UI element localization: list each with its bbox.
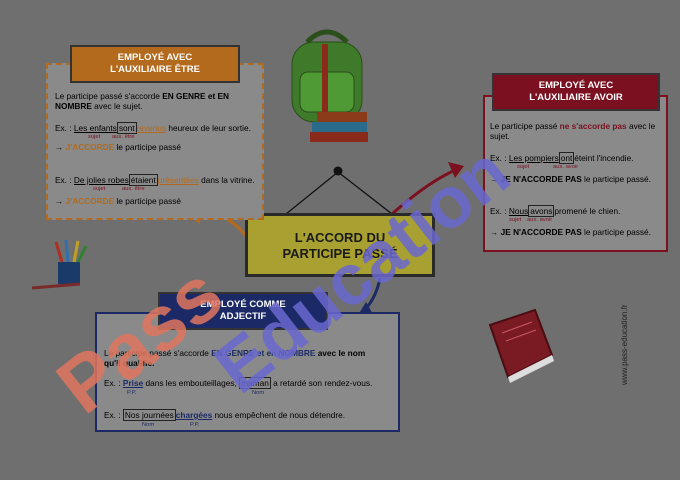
adjectif-ex1-label-nom: Nom [252,390,265,396]
etre-conclusion-1: → J'ACCORDE le participe passé [55,142,181,152]
avoir-rule-c: avec le [626,121,656,131]
etre-ex2-pp: présentées [157,175,199,185]
avoir-ex2-pp: promené [554,206,588,216]
avoir-c1-rest: le participe passé. [581,174,651,184]
etre-header: EMPLOYÉ AVEC L'AUXILIAIRE ÊTRE [70,45,240,83]
avoir-rule-line2: sujet. [490,131,510,141]
adjectif-ex1-mid: dans les embouteillages, [143,378,240,388]
etre-ex2-aux: étaient [128,174,158,186]
avoir-c2-bold: JE N'ACCORDE PAS [500,227,582,237]
avoir-c2-rest: le participe passé. [581,227,651,237]
backpack-illustration [291,29,368,142]
etre-rule-a: Le participe passé s'accorde [55,91,163,101]
adjectif-ex1-rest: a retardé son rendez-vous. [270,378,373,388]
etre-c2-arrow: → [55,196,66,206]
adjectif-header-line1: EMPLOYÉ COMME [200,299,286,310]
adjectif-rule-b: EN GENRE et en NOMBRE [211,348,316,358]
adjectif-example-1: Ex. : Prise dans les embouteillages, mam… [104,377,373,389]
adjectif-ex2-prefix: Ex. : [104,410,123,420]
avoir-header: EMPLOYÉ AVEC L'AUXILIAIRE AVOIR [492,73,660,111]
etre-header-line1: EMPLOYÉ AVEC [117,52,193,63]
etre-c2-rest: le participe passé [114,196,182,206]
adjectif-ex2-label-pp: P.P. [190,422,200,428]
avoir-rule-b: ne s'accorde pas [559,121,627,131]
adjectif-ex2-label-nom: Nom [142,422,155,428]
etre-ex2-rest: dans la vitrine. [198,175,255,185]
avoir-ex2-prefix: Ex. : [490,206,509,216]
adjectif-ex1-label-pp: P.P. [127,390,137,396]
avoir-ex2-aux: avons [528,205,555,217]
red-book-illustration [488,308,554,383]
etre-conclusion-2: → J'ACCORDE le participe passé [55,196,181,206]
avoir-ex1-prefix: Ex. : [490,153,509,163]
avoir-conclusion-2: → JE N'ACCORDE PAS le participe passé. [490,227,651,237]
etre-ex1-subject: Les enfants [73,123,117,133]
center-title-line1: L'ACCORD DU [294,230,386,245]
avoir-c2-arrow: → [490,227,501,237]
adjectif-header-line2: ADJECTIF [219,311,267,322]
center-title-line2: PARTICIPE PASSÉ [282,246,398,261]
etre-ex1-rest: heureux de leur sortie. [166,123,251,133]
avoir-c1-bold: JE N'ACCORDE PAS [500,174,582,184]
etre-c1-arrow: → [55,142,66,152]
adjectif-rule-d: qu'il qualifie. [104,358,155,368]
etre-header-line2: L'AUXILIAIRE ÊTRE [110,64,200,75]
etre-c1-bold: J'ACCORDE [65,142,115,152]
etre-ex1-aux: sont [116,122,137,134]
avoir-header-line1: EMPLOYÉ AVEC [538,80,614,91]
avoir-ex1-label-sujet: sujet [517,164,530,170]
etre-ex2-label-sujet: sujet [93,186,106,192]
avoir-rule-line1: Le participe passé ne s'accorde pas avec… [490,121,655,131]
side-url: www.pass-education.fr [620,304,629,385]
adjectif-ex2-nom: Nos journées [122,409,176,421]
adjectif-ex2-rest: nous empêchent de nous détendre. [212,410,346,420]
etre-rule-b: EN GENRE et EN [162,91,230,101]
adjectif-rule-c: avec le nom [315,348,366,358]
avoir-ex1-rest: l'incendie. [594,153,634,163]
center-title-box: L'ACCORD DU PARTICIPE PASSÉ [245,213,435,277]
avoir-ex2-label-aux: aux. avoir [527,217,553,223]
etre-ex2-prefix: Ex. : [55,175,74,185]
avoir-ex1-label-aux: aux. avoir [553,164,579,170]
etre-ex1-prefix: Ex. : [55,123,74,133]
etre-c2-bold: J'ACCORDE [65,196,115,206]
etre-rule-line2: NOMBRE avec le sujet. [55,101,143,111]
avoir-rule-a: Le participe passé [490,121,560,131]
avoir-c1-arrow: → [490,174,501,184]
adjectif-header: EMPLOYÉ COMME ADJECTIF [158,292,328,330]
avoir-ex1-pp: éteint [574,153,595,163]
etre-rule-d: avec le sujet. [91,101,143,111]
adjectif-ex1-prefix: Ex. : [104,378,123,388]
adjectif-panel [95,312,400,432]
etre-rule-line1: Le participe passé s'accorde EN GENRE et… [55,91,229,101]
avoir-header-line2: L'AUXILIAIRE AVOIR [529,92,623,103]
adjectif-rule-line1: Le participe passé s'accorde EN GENRE et… [104,348,365,358]
etre-ex2-label-aux: aux. être [122,186,145,192]
adjectif-ex1-pp: Prise [122,378,144,388]
avoir-ex2-subject: Nous [508,206,529,216]
adjectif-ex1-nom: maman [239,377,271,389]
pencils-illustration [31,239,88,290]
adjectif-rule-line2: qu'il qualifie. [104,358,154,368]
etre-c1-rest: le participe passé [114,142,182,152]
etre-ex2-subject: De jolies robes [73,175,129,185]
avoir-ex2-label-sujet: sujet [509,217,522,223]
avoir-ex2-rest: le chien. [587,206,621,216]
etre-ex1-label-sujet: sujet [88,134,101,140]
avoir-panel [483,95,668,252]
avoir-conclusion-1: → JE N'ACCORDE PAS le participe passé. [490,174,651,184]
avoir-rule-d: sujet. [490,131,510,141]
etre-ex1-pp: revenus [136,123,167,133]
adjectif-rule-a: Le participe passé s'accorde [104,348,212,358]
avoir-ex1-aux: ont [558,152,575,164]
avoir-ex1-subject: Les pompiers [508,153,559,163]
adjectif-ex2-pp: chargées [175,410,213,420]
etre-ex1-label-aux: aux. être [112,134,135,140]
etre-rule-c: NOMBRE [55,101,92,111]
